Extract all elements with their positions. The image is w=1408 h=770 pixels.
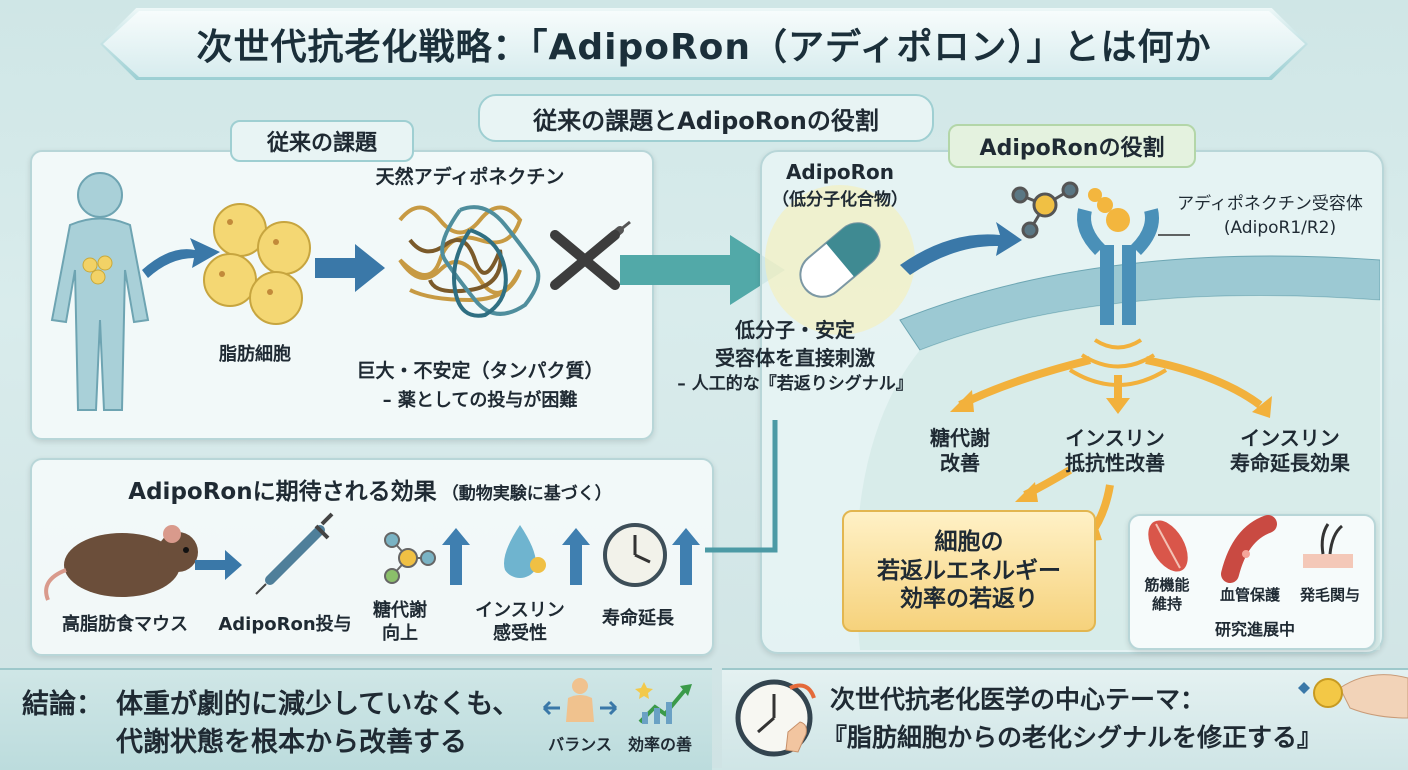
effect2-label: インスリン抵抗性改善 — [1065, 426, 1165, 475]
arrow-icon — [142, 238, 220, 278]
dose-label: AdipoRon投与 — [218, 614, 352, 635]
adiporon-name: AdipoRon — [785, 160, 895, 184]
problem-label: 巨大・不安定（タンパク質） — [356, 360, 604, 382]
mouse-label: 高脂肪食マウス — [62, 614, 188, 635]
theme-line1: 次世代抗老化医学の中心テーマ： — [830, 685, 1206, 714]
syringe-crossed-icon — [550, 220, 631, 290]
e1-label: 糖代謝向上 — [373, 600, 427, 644]
clock-hand-icon — [735, 679, 816, 757]
balance-icon — [542, 678, 618, 722]
research-item2: 血管保護 — [1219, 586, 1280, 604]
research-icons — [1148, 515, 1353, 583]
main-arrow — [620, 235, 785, 305]
fat-cells-label: 脂肪細胞 — [219, 344, 291, 365]
capsule-icon — [799, 222, 881, 298]
research-item1: 筋機能 維持 — [1144, 576, 1190, 613]
arrow-icon — [900, 222, 1022, 275]
research-item3: 発毛関与 — [1299, 586, 1360, 604]
connector-line — [705, 420, 778, 553]
drop-icon — [504, 525, 546, 579]
hair-icon — [1303, 523, 1353, 568]
adiporon-feature2: 受容体を直接刺激 — [715, 346, 875, 370]
icon2-label: 効率の善 — [627, 735, 692, 754]
title-banner: 次世代抗老化戦略：「AdipoRon（アディポロン）」とは何か — [100, 8, 1308, 80]
expected-heading-row: AdipoRonに期待される効果 （動物実験に基づく） — [30, 472, 710, 506]
subtitle: 従来の課題とAdipoRonの役割 — [533, 106, 879, 135]
expected-heading-note: （動物実験に基づく） — [441, 484, 612, 504]
blood-vessel-icon — [1221, 515, 1277, 583]
role-heading: AdipoRonの役割 — [979, 136, 1165, 161]
adiporon-feature1: 低分子・安定 — [735, 318, 855, 342]
theme-bar — [722, 668, 1408, 770]
clock-icon — [603, 523, 667, 587]
page-title: 次世代抗老化戦略：「AdipoRon（アディポロン）」とは何か — [196, 27, 1212, 68]
theme-line2: 『脂肪細胞からの老化シグナルを修正する』 — [822, 723, 1323, 752]
fat-cells-icon — [203, 203, 311, 325]
adiporon-feature3: – 人工的な『若返りシグナル』 — [677, 374, 913, 394]
protein-tangle-icon — [398, 205, 541, 318]
effect3-label: インスリン寿命延長効果 — [1230, 426, 1350, 475]
arrow-icon — [195, 550, 242, 580]
adiporon-type: （低分子化合物） — [772, 190, 908, 210]
up-arrow-icon — [672, 528, 700, 585]
human-body-icon — [50, 172, 150, 411]
traditional-illustration — [50, 172, 631, 411]
receptor-icon — [1077, 188, 1159, 325]
role-heading-box: AdipoRonの役割 — [948, 124, 1196, 168]
up-arrow-icon — [442, 528, 470, 585]
hand-coin-icon — [1298, 674, 1408, 719]
conclusion-label: 結論： — [22, 689, 103, 720]
syringe-icon — [255, 512, 334, 595]
arrow-icon — [315, 244, 385, 292]
mouse-icon — [44, 525, 198, 601]
growth-chart-icon — [635, 682, 692, 724]
adiponectin-label: 天然アディポネクチン — [375, 166, 565, 188]
subtitle-pill: 従来の課題とAdipoRonの役割 — [478, 94, 934, 142]
research-note: 研究進展中 — [1214, 620, 1295, 639]
molecule-icon — [384, 532, 436, 584]
conclusion-line2: 代謝状態を根本から改善する — [116, 727, 467, 758]
e2-label: インスリン感受性 — [475, 600, 565, 644]
molecule-icon — [1011, 181, 1079, 239]
traditional-heading: 従来の課題 — [266, 131, 377, 156]
expected-illustration — [44, 512, 700, 601]
effect1-label: 糖代謝改善 — [930, 426, 990, 475]
muscle-icon — [1148, 520, 1188, 572]
traditional-heading-box: 従来の課題 — [230, 120, 414, 162]
fat-spots-icon — [82, 255, 113, 285]
e3-label: 寿命延長 — [602, 608, 674, 629]
receptor-sub: (AdipoR1/R2) — [1223, 218, 1337, 238]
cell-energy-box: 細胞の 若返ルエネルギー 効率の若返り — [842, 510, 1096, 632]
conclusion-line1: 体重が劇的に減少していなくも、 — [116, 689, 520, 720]
icon1-label: バランス — [548, 735, 612, 754]
expected-heading: AdipoRonに期待される効果 — [128, 479, 437, 505]
conclusion-icons — [542, 678, 692, 724]
receptor-label: アディポネクチン受容体 — [1177, 194, 1363, 214]
up-arrow-icon — [562, 528, 590, 585]
problem-note: – 薬としての投与が困難 — [382, 390, 578, 411]
